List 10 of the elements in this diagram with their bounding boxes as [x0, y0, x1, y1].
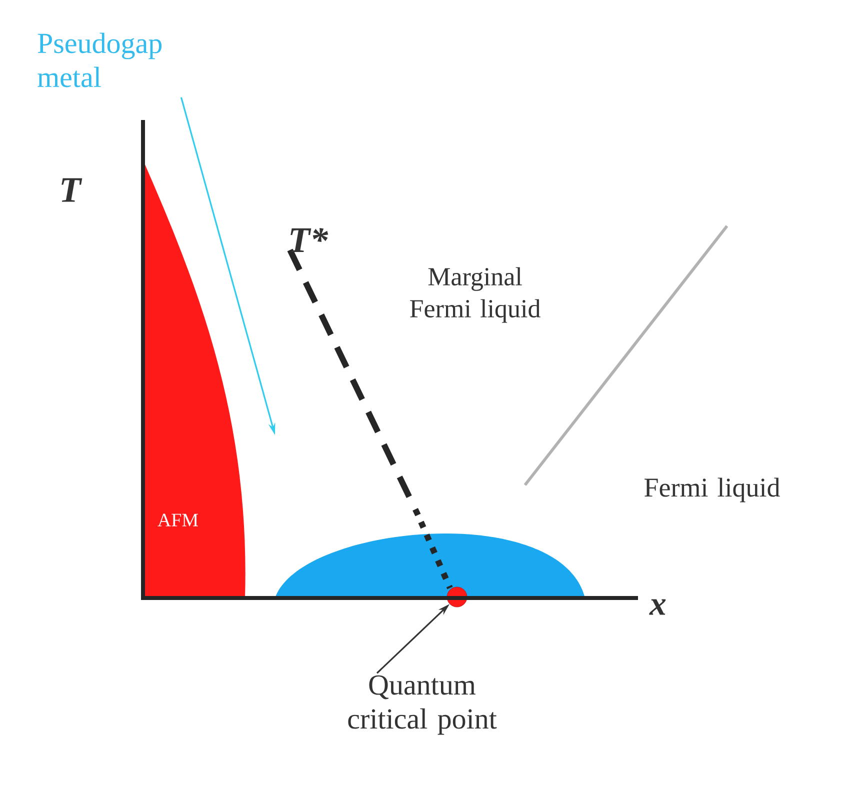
afm-region: AFM — [143, 160, 246, 598]
region-label: Pseudogap metal — [38, 32, 162, 88]
critical-point-dot — [446, 586, 468, 608]
superconducting-dome — [275, 534, 585, 598]
region-label: Marginal Fermi liquid — [410, 267, 540, 323]
region-label: Fermi liquid — [644, 478, 780, 502]
line-label: T* — [290, 228, 328, 252]
axis-label: T — [62, 178, 82, 202]
axis-label: x — [649, 599, 666, 615]
point-label: Quantum critical point — [348, 675, 497, 735]
